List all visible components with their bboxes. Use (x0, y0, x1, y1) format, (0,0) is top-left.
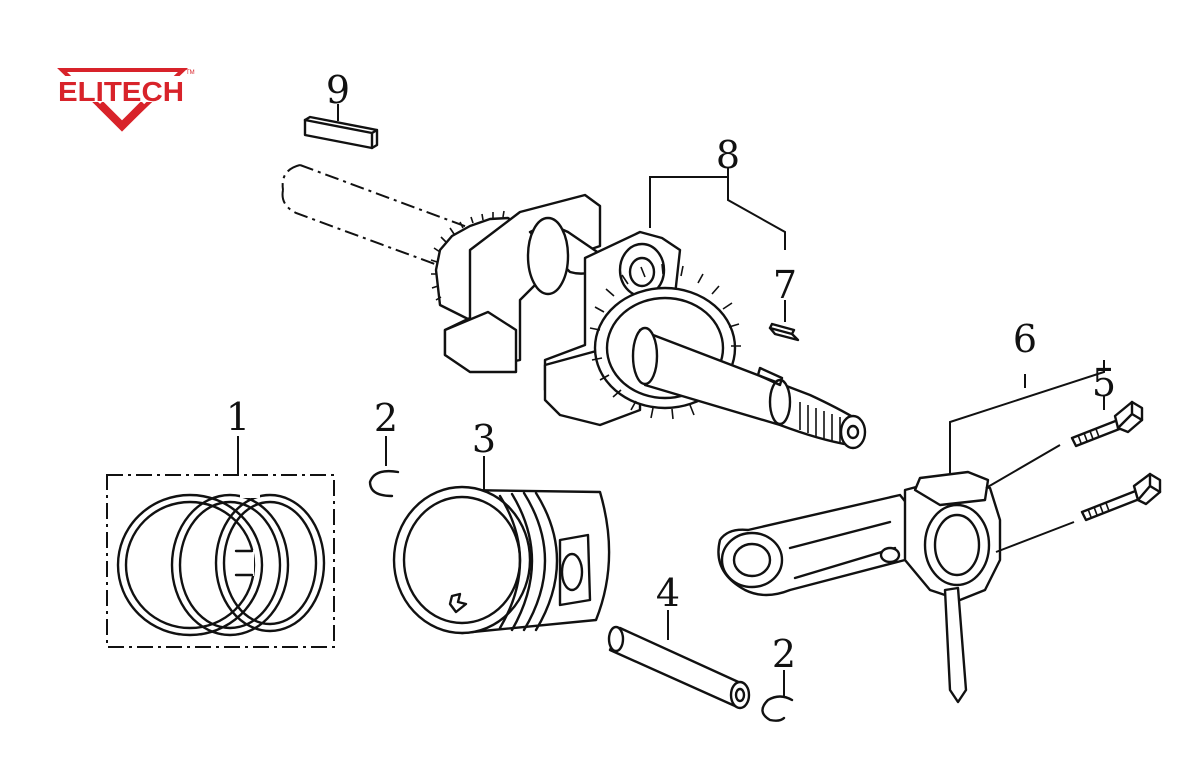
part-8-crankshaft (281, 164, 867, 450)
part-9-key (303, 115, 379, 150)
callout-2-left: 2 (374, 396, 398, 440)
callout-2-right: 2 (772, 632, 796, 676)
logo-text: ELITECH (58, 76, 184, 107)
bolt-guide-lines (985, 444, 1075, 553)
conrod-dipper (943, 586, 968, 704)
callout-1: 1 (226, 395, 250, 439)
part-1-piston-rings (106, 474, 335, 648)
ring-outer-3 (214, 493, 326, 633)
logo-chevron (97, 101, 147, 132)
ring-outer-2 (170, 493, 290, 637)
rings-set-frame (106, 474, 335, 648)
part-7-woodruff-key (768, 322, 800, 342)
part-6-connecting-rod (717, 470, 1002, 704)
ring-outer-1 (116, 493, 264, 637)
callout-8: 8 (716, 133, 740, 177)
part-5-bolts (1070, 400, 1162, 522)
callout-9: 9 (326, 68, 350, 112)
crankshaft-phantom (281, 164, 471, 275)
crankshaft-output-shaft (638, 328, 860, 447)
part-3-piston (392, 485, 611, 635)
callout-5: 5 (1092, 361, 1116, 405)
elitech-logo: ELITECH TM (56, 68, 195, 132)
piston-crown (392, 485, 532, 635)
part-2-circlip-b (761, 695, 794, 722)
callout-3: 3 (472, 417, 496, 461)
part-2-circlip-a (368, 469, 400, 498)
logo-trademark: TM (186, 70, 195, 76)
callout-6: 6 (1013, 317, 1037, 361)
callout-4: 4 (656, 571, 680, 615)
leader-8 (649, 176, 786, 250)
callout-7: 7 (773, 263, 797, 307)
part-4-piston-pin (607, 625, 751, 710)
leader-6 (949, 360, 1105, 475)
